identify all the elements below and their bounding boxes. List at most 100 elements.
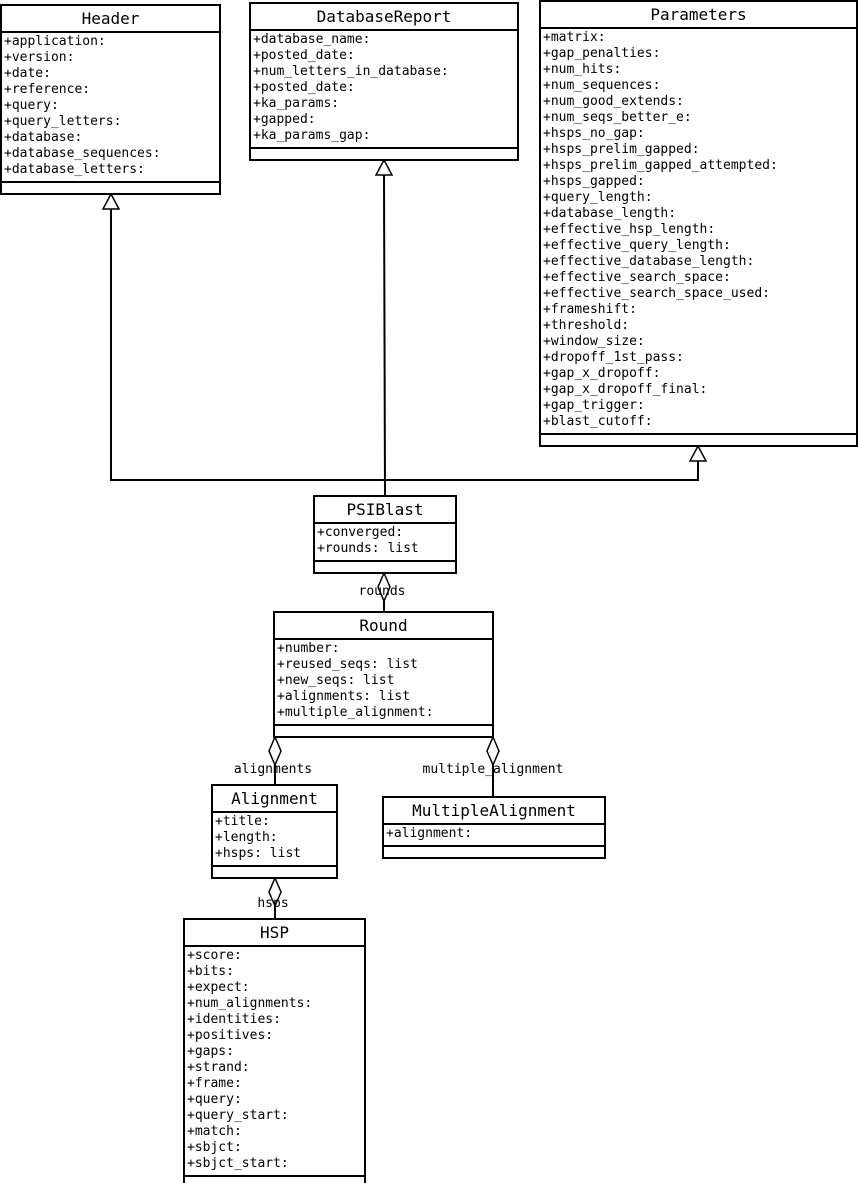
class-attribute: +number:	[277, 641, 340, 656]
class-attribute: +hsps_gapped:	[543, 174, 645, 189]
class-attribute: +effective_search_space:	[543, 270, 731, 285]
class-attribute: +reused_seqs: list	[277, 657, 418, 672]
inheritance-arrowhead	[101, 192, 121, 210]
class-name: DatabaseReport	[317, 7, 452, 26]
relation-inheritance	[101, 192, 386, 496]
class-name: Parameters	[650, 5, 746, 24]
class-attribute: +multiple_alignment:	[277, 705, 434, 720]
class-attribute: +database_length:	[543, 206, 676, 221]
class-attribute: +hsps_prelim_gapped:	[543, 142, 700, 157]
class-attribute: +num_alignments:	[187, 996, 312, 1011]
role-label: rounds	[359, 584, 406, 599]
class-attribute: +num_good_extends:	[543, 94, 684, 109]
inheritance-arrowhead	[688, 444, 708, 462]
class-attribute: +posted_date:	[253, 48, 355, 63]
inheritance-line	[110, 209, 386, 496]
class-attribute: +gaps:	[187, 1044, 234, 1059]
relation-aggregation	[268, 876, 282, 919]
class-attribute: +num_sequences:	[543, 78, 660, 93]
class-attribute: +date:	[4, 66, 51, 81]
role-label: hsps	[257, 896, 288, 911]
class-attribute: +application:	[4, 34, 106, 49]
class-attribute: +sbjct_start:	[187, 1156, 289, 1171]
class-attribute: +length:	[215, 830, 278, 845]
class-attribute: +database_name:	[253, 32, 370, 47]
class-attribute: +reference:	[4, 82, 90, 97]
class-name: HSP	[260, 923, 289, 942]
class-attribute: +rounds: list	[317, 541, 419, 556]
class-box	[211, 784, 338, 879]
class-attribute: +query:	[4, 98, 59, 113]
class-attribute: +ka_params:	[253, 96, 339, 111]
class-attribute: +dropoff_1st_pass:	[543, 350, 684, 365]
aggregation-diamond	[377, 571, 391, 603]
class-box	[539, 0, 858, 447]
class-name: Alignment	[231, 789, 318, 808]
class-hsp: HSP +score:+bits:+expect:+num_alignments:…	[183, 918, 366, 1183]
class-attribute: +effective_database_length:	[543, 254, 754, 269]
class-attribute: +alignment:	[386, 826, 472, 841]
class-attribute: +version:	[4, 50, 74, 65]
class-parameters: Parameters+matrix:+gap_penalties:+num_hi…	[539, 0, 858, 447]
class-attribute: +database_letters:	[4, 162, 145, 177]
class-attribute: +hsps_prelim_gapped_attempted:	[543, 158, 778, 173]
class-attribute: +hsps_no_gap:	[543, 126, 645, 141]
class-box	[0, 4, 221, 195]
class-attribute: +frameshift:	[543, 302, 637, 317]
inheritance-line	[383, 174, 386, 497]
class-box	[382, 796, 606, 859]
class-attribute: +positives:	[187, 1028, 273, 1043]
class-attribute: +bits:	[187, 964, 234, 979]
class-attribute: +identities:	[187, 1012, 281, 1027]
class-name: Round	[359, 616, 407, 635]
class-database-report: DatabaseReport+database_name:+posted_dat…	[249, 2, 519, 161]
class-attribute: +strand:	[187, 1060, 250, 1075]
class-attribute: +gap_x_dropoff:	[543, 366, 660, 381]
class-attribute: +effective_query_length:	[543, 238, 731, 253]
class-attribute: +gapped:	[253, 112, 316, 127]
role-label: multiple_alignment	[423, 762, 564, 777]
class-attribute: +new_seqs: list	[277, 673, 394, 688]
class-attribute: +frame:	[187, 1076, 242, 1091]
class-attribute: +expect:	[187, 980, 250, 995]
class-attribute: +query_letters:	[4, 114, 121, 129]
class-header: Header +application:+version:+date:+refer…	[0, 4, 221, 195]
role-label: alignments	[234, 762, 312, 777]
class-attribute: +gap_penalties:	[543, 46, 660, 61]
class-attribute: +num_letters_in_database:	[253, 64, 449, 79]
class-name: Header	[82, 9, 140, 28]
class-attribute: +converged:	[317, 525, 403, 540]
class-attribute: +database:	[4, 130, 82, 145]
class-psiblast: PSIBlast +converged:+rounds: list	[313, 495, 457, 574]
class-attribute: +window_size:	[543, 334, 645, 349]
class-attribute: +effective_search_space_used:	[543, 286, 770, 301]
relation-aggregation	[268, 735, 282, 785]
class-attribute: +database_sequences:	[4, 146, 161, 161]
class-attribute: +threshold:	[543, 318, 629, 333]
class-attribute: +matrix:	[543, 30, 606, 45]
class-attribute: +gap_x_dropoff_final:	[543, 382, 707, 397]
class-attribute: +num_seqs_better_e:	[543, 110, 692, 125]
class-attribute: +posted_date:	[253, 80, 355, 95]
class-attribute: +score:	[187, 948, 242, 963]
class-attribute: +blast_cutoff:	[543, 414, 653, 429]
class-attribute: +title:	[215, 814, 270, 829]
class-box	[273, 611, 494, 738]
relation-aggregation	[377, 571, 391, 612]
class-attribute: +query:	[187, 1092, 242, 1107]
relation-aggregation	[486, 735, 500, 797]
class-attribute: +gap_trigger:	[543, 398, 645, 413]
class-attribute: +query_length:	[543, 190, 653, 205]
class-attribute: +query_start:	[187, 1108, 289, 1123]
class-attribute: +effective_hsp_length:	[543, 222, 715, 237]
class-attribute: +ka_params_gap:	[253, 128, 370, 143]
inheritance-arrowhead	[374, 158, 394, 176]
relation-inheritance	[374, 158, 394, 497]
class-multiple-alignment: MultipleAlignment+alignment:	[382, 796, 606, 859]
inheritance-line	[384, 461, 699, 496]
class-box	[183, 918, 366, 1183]
class-attribute: +hsps: list	[215, 846, 301, 861]
class-name: PSIBlast	[346, 500, 423, 519]
class-attribute: +alignments: list	[277, 689, 410, 704]
